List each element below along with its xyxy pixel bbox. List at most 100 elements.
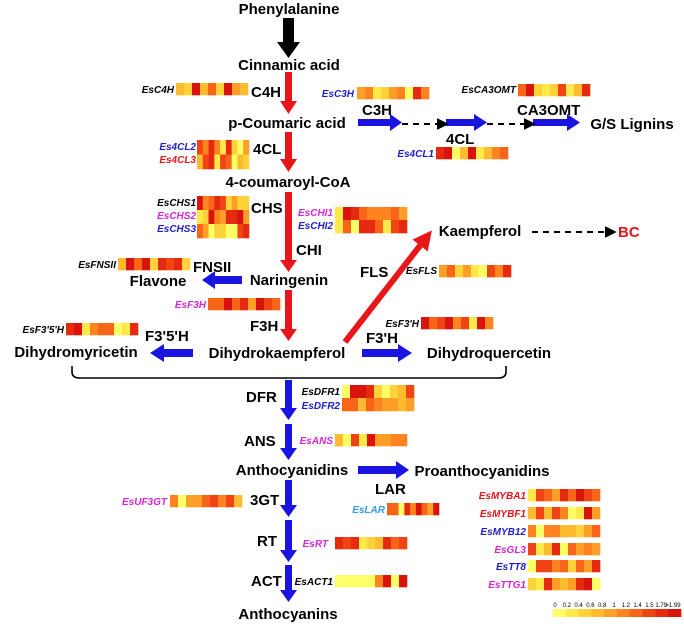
heatmap-cell — [375, 434, 384, 447]
heatmap-cell — [383, 220, 392, 234]
heatmap-cell — [552, 507, 561, 520]
heatmap-cell — [202, 140, 209, 155]
heatmap-cell — [389, 87, 398, 100]
arrow-layer — [71, 18, 617, 602]
heatmap-cell — [335, 434, 344, 447]
heatmap-cell — [421, 87, 430, 100]
heatmap-cell — [358, 398, 367, 412]
heatmap-esgl3 — [528, 543, 601, 556]
heatmap-cell — [399, 434, 408, 447]
legend-swatch — [565, 609, 579, 617]
heatmap-cell — [359, 434, 368, 447]
compound-layer: Phenylalanine Cinnamic acid p-Coumaric a… — [14, 1, 673, 623]
compound-dihydrokaempferol: Dihydrokaempferol — [209, 345, 346, 362]
heatmap-cell — [439, 265, 448, 278]
enzyme-c3h: C3H — [362, 102, 392, 119]
heatmap-cell — [225, 196, 232, 211]
heatmap-cell — [453, 317, 462, 330]
heatmap-cell — [392, 503, 399, 516]
heatmap-cell — [335, 207, 344, 221]
heatmap-cell — [468, 147, 477, 160]
gene-esf35h: EsF3'5'H — [23, 325, 65, 336]
heatmap-cell — [208, 154, 215, 170]
heatmap-cell — [192, 83, 201, 96]
heatmap-cell — [552, 560, 561, 573]
heatmap-cell — [66, 323, 75, 336]
gene-esfnsii: EsFNSII — [78, 260, 116, 271]
heatmap-cell — [208, 224, 215, 239]
heatmap-cell — [383, 575, 392, 588]
heatmap-cell — [421, 503, 428, 516]
heatmap-cell — [560, 525, 569, 538]
heatmap-esca3omt — [518, 84, 591, 97]
heatmap-cell — [184, 83, 193, 96]
gene-esrt: EsRT — [303, 539, 329, 550]
gene-esmyb12: EsMYB12 — [480, 527, 526, 538]
heatmap-cell — [237, 224, 244, 239]
enzyme-f3h: F3H — [250, 318, 278, 335]
heatmap-cell — [592, 489, 601, 502]
heatmap-cell — [399, 537, 408, 550]
legend-tick-label: 1 — [612, 603, 616, 609]
heatmap-cell — [225, 224, 232, 239]
heatmap-cell — [375, 575, 384, 588]
heatmap-cell — [375, 537, 384, 550]
compound-flavone: Flavone — [130, 273, 187, 290]
legend-swatch — [617, 609, 631, 617]
heatmap-cell — [584, 507, 593, 520]
heatmap-cell — [166, 258, 175, 271]
gene-eschi1: EsCHI1 — [298, 208, 333, 219]
heatmap-cell — [90, 323, 99, 336]
heatmap-cell — [243, 210, 250, 225]
heatmap-esmyb12 — [528, 525, 601, 538]
heatmap-cell — [350, 398, 359, 412]
heatmap-cell — [463, 265, 472, 278]
heatmap-cell — [118, 258, 127, 271]
heatmap-cell — [445, 317, 454, 330]
heatmap-cell — [382, 398, 391, 412]
enzyme-ans: ANS — [244, 433, 276, 450]
heatmap-cell — [367, 434, 376, 447]
legend-swatch — [553, 609, 567, 617]
heatmap-cell — [552, 543, 561, 556]
heatmap-cell — [214, 210, 221, 225]
heatmap-cell — [536, 507, 545, 520]
heatmap-cell — [592, 543, 601, 556]
heatmap-cell — [415, 503, 422, 516]
heatmap-cell — [182, 258, 191, 271]
heatmap-cell — [383, 537, 392, 550]
heatmap-cell — [500, 147, 509, 160]
heatmap-cell — [232, 83, 241, 96]
arrow-3gt-rt — [280, 520, 297, 562]
heatmap-cell — [220, 210, 227, 225]
gene-es4cl2: Es4CL2 — [159, 142, 196, 153]
arrow-f35h — [150, 344, 193, 362]
heatmap-cell — [518, 84, 527, 97]
heatmap-cell — [528, 507, 537, 520]
gene-esca3omt: EsCA3OMT — [462, 85, 517, 96]
gene-esuf3gt: EsUF3GT — [122, 497, 168, 508]
arrow-cinnamic-pcoumaric — [280, 72, 297, 114]
heatmap-es4cl1 — [436, 147, 509, 160]
heatmap-cell — [433, 503, 440, 516]
heatmap-cell — [576, 507, 585, 520]
heatmap-cell — [592, 560, 601, 573]
heatmap-cell — [485, 317, 494, 330]
heatmap-cell — [202, 196, 209, 211]
heatmap-cell — [194, 495, 203, 508]
heatmap-cell — [544, 543, 553, 556]
heatmap-cell — [568, 525, 577, 538]
heatmap-cell — [240, 298, 249, 311]
heatmap-cell — [220, 140, 227, 155]
legend-swatch — [668, 609, 682, 617]
legend-tick-label: 1.2 — [622, 603, 631, 609]
heatmap-cell — [542, 84, 551, 97]
gene-esttg1: EsTTG1 — [488, 580, 526, 591]
heatmap-cell — [98, 323, 107, 336]
heatmap-cell — [568, 560, 577, 573]
heatmap-cell — [447, 265, 456, 278]
enzyme-3gt: 3GT — [250, 492, 279, 509]
